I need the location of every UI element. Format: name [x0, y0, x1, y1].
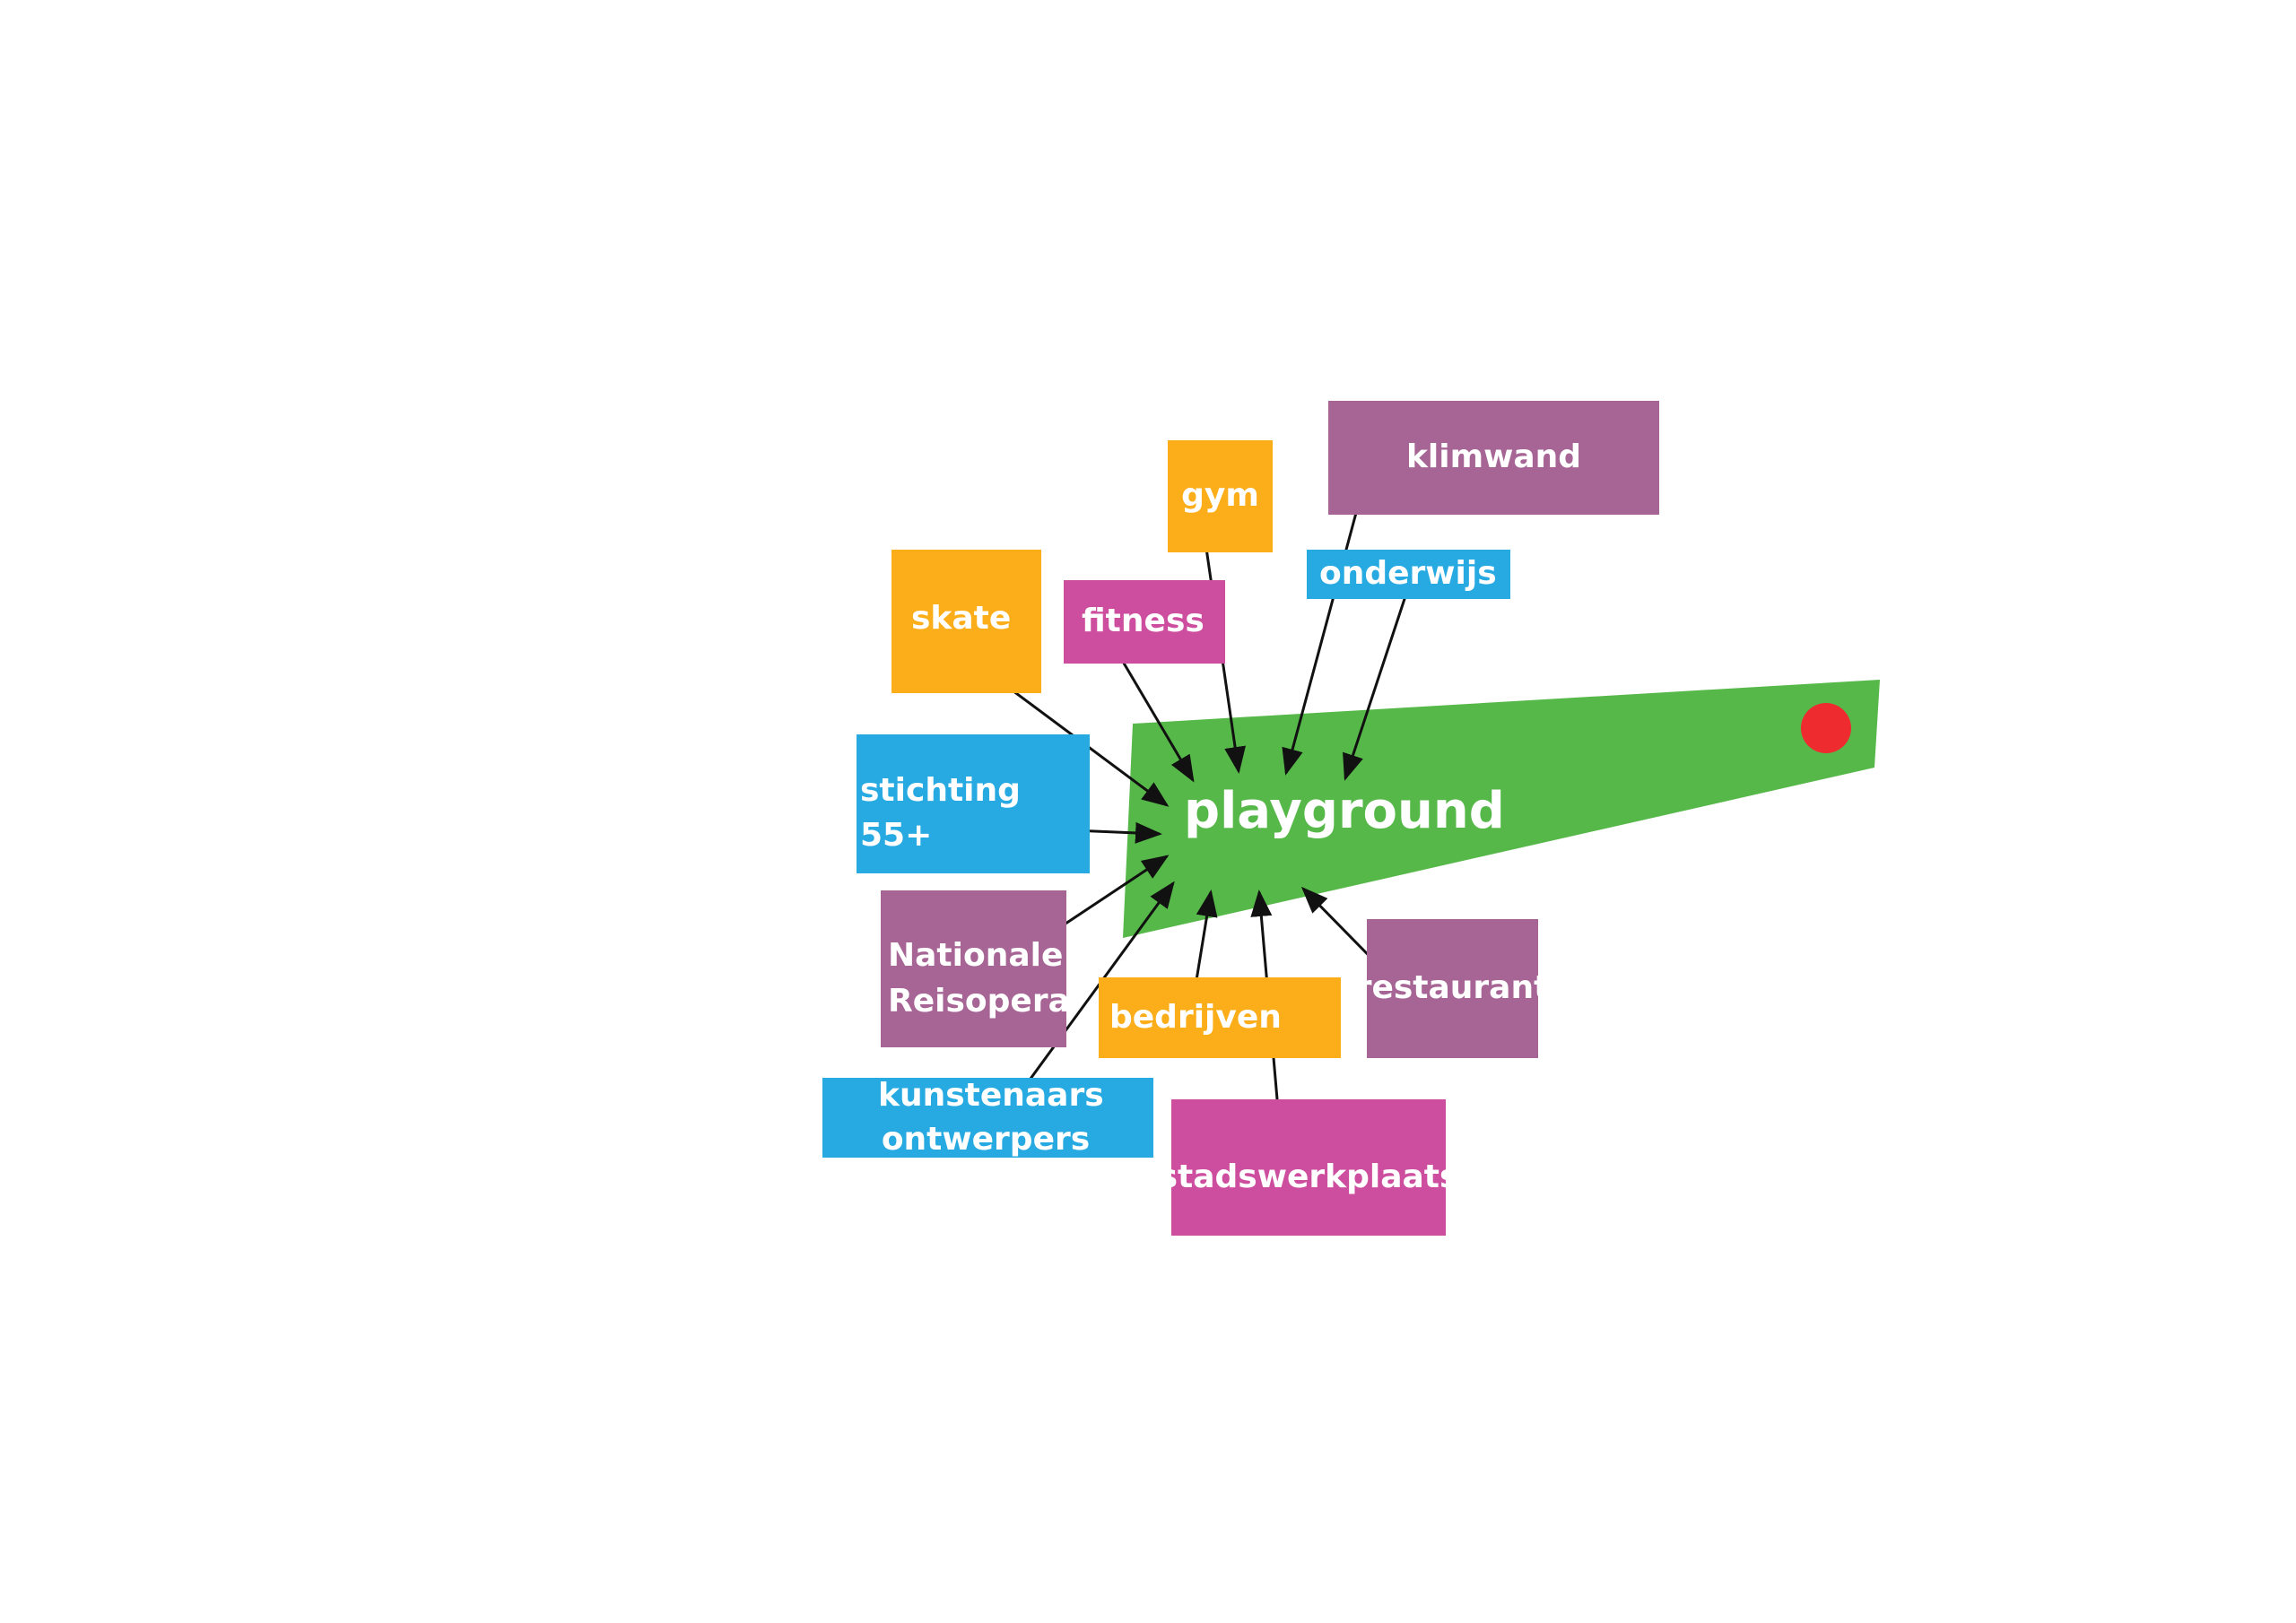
node-restaurant: restaurant [1356, 919, 1549, 1058]
node-kunstenaars-label: kunstenaars ontwerpers [878, 1076, 1104, 1158]
arrow-klimwand [1282, 465, 1370, 776]
location-marker [1801, 703, 1851, 753]
node-fitness: fitness [1064, 580, 1225, 664]
node-stadswerkplaats-label: stadswerkplaats [1158, 1158, 1459, 1195]
node-gym: gym [1168, 440, 1273, 552]
node-skate-label: skate [911, 600, 1012, 637]
node-onderwijs-label: onderwijs [1319, 555, 1497, 593]
node-stadswerkplaats: stadswerkplaats [1159, 1099, 1458, 1236]
node-kunstenaars: kunstenaars ontwerpers [822, 1077, 1153, 1158]
node-onderwijs: onderwijs [1307, 550, 1510, 599]
center-label: playground [1184, 782, 1505, 840]
node-stichting-label: stichting 55+ [860, 772, 1021, 855]
playground-area [1123, 680, 1880, 938]
node-klimwand: klimwand [1328, 401, 1659, 515]
node-gym-label: gym [1181, 477, 1259, 515]
node-reisopera: Nationale Reisopera [881, 890, 1070, 1047]
node-reisopera-label: Nationale Reisopera [888, 937, 1070, 1020]
arrow-onderwijs [1343, 595, 1407, 781]
node-skate: skate [891, 550, 1041, 693]
node-bedrijven-label: bedrijven [1109, 998, 1282, 1036]
arrow-fitness [1118, 655, 1195, 783]
node-bedrijven: bedrijven [1099, 977, 1341, 1058]
node-restaurant-label: restaurant [1355, 969, 1550, 1007]
arrow-kunstenaars [1019, 881, 1175, 1093]
node-stichting: stichting 55+ [857, 734, 1090, 873]
node-klimwand-label: klimwand [1405, 438, 1582, 476]
node-fitness-label: fitness [1082, 603, 1205, 640]
